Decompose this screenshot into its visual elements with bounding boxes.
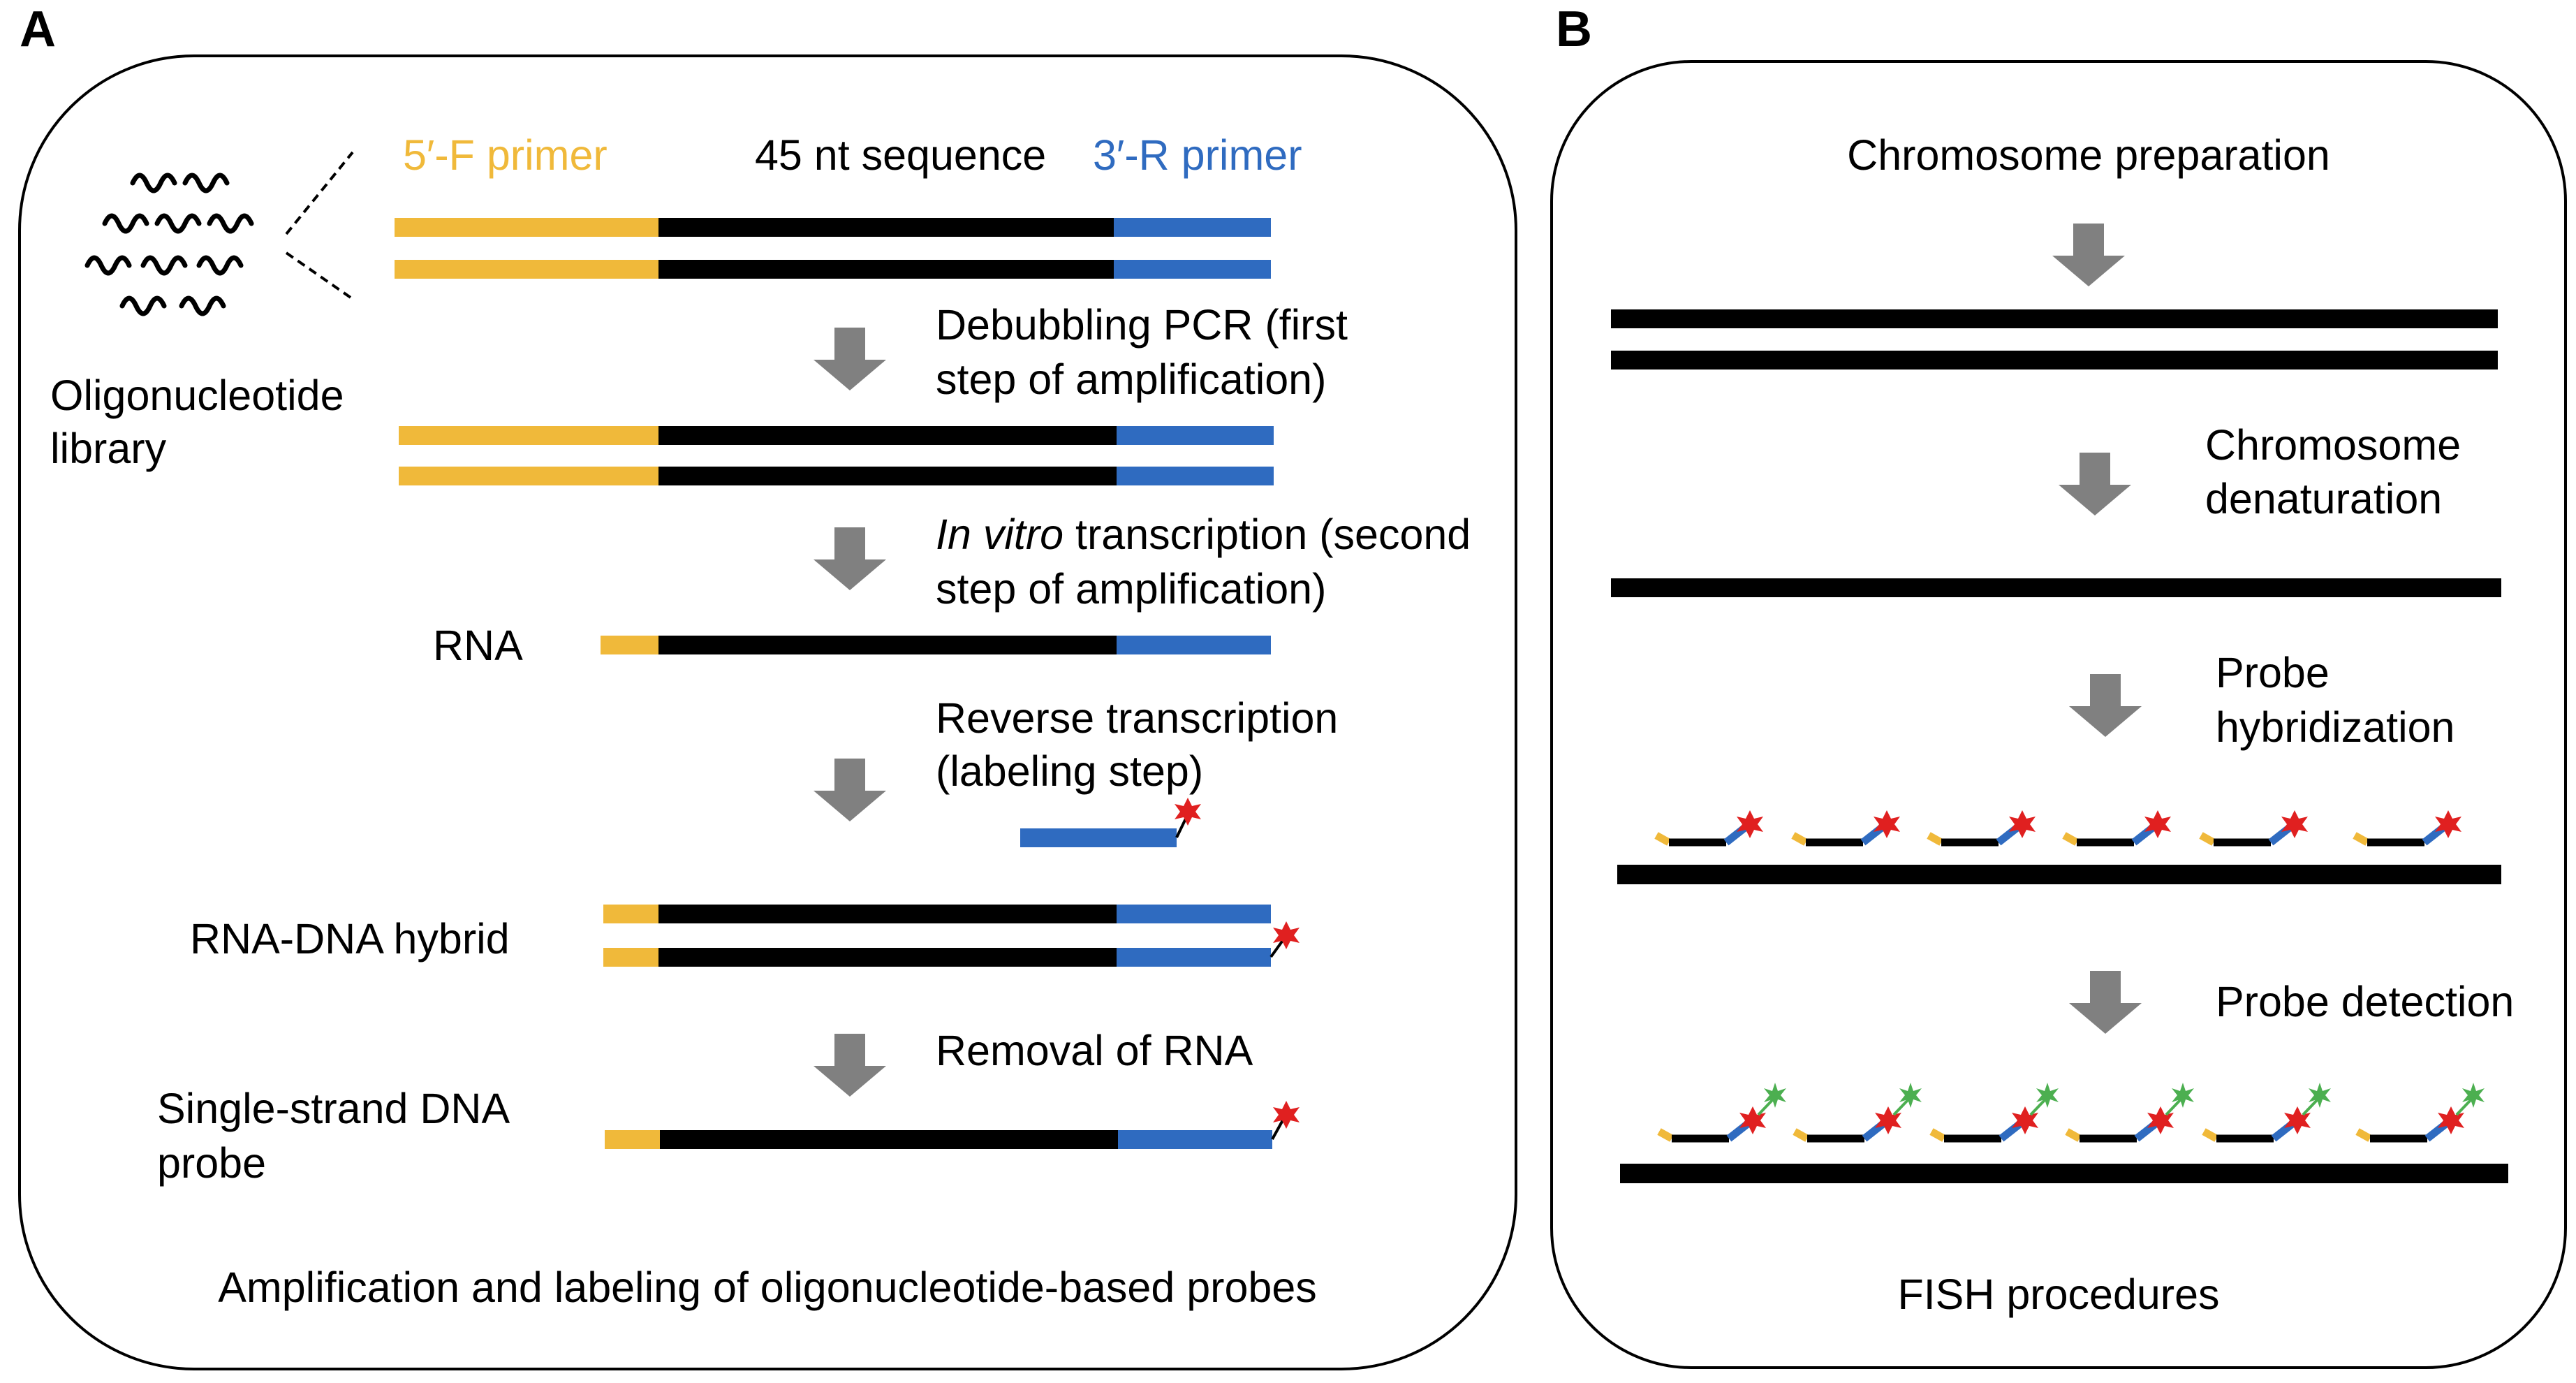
arrow-down-icon	[814, 1034, 886, 1097]
pcr-step-line2: step of amplification)	[936, 356, 1326, 403]
arrow-down-icon	[2069, 971, 2142, 1034]
rna-removal-label: Removal of RNA	[936, 1027, 1253, 1074]
detection-step-label: Probe detection	[2216, 978, 2514, 1025]
chromosome-hybridized	[1617, 865, 2501, 884]
detected-probes	[1659, 1083, 2485, 1139]
library-label-line1: Oligonucleotide	[50, 372, 344, 419]
hybridize-step-line1: Probe	[2216, 649, 2330, 696]
arrow-down-icon	[2059, 453, 2131, 515]
panel-a-frame	[18, 54, 1517, 1370]
panel-b-letter: B	[1556, 1, 1592, 57]
library-duplex	[395, 218, 1271, 279]
denature-step-line1: Chromosome	[2205, 421, 2461, 469]
rt-step-line2: (labeling step)	[936, 747, 1203, 795]
hybrid-label: RNA-DNA hybrid	[190, 915, 510, 963]
rna-strand	[601, 636, 1271, 654]
oligo-library-icon	[84, 173, 254, 316]
arrow-down-icon	[2052, 224, 2125, 286]
rna-dna-hybrid	[603, 905, 1300, 967]
ssdna-probe	[605, 1101, 1300, 1149]
labeled-primer	[1020, 798, 1201, 847]
chromosome-double	[1611, 309, 2498, 369]
chromosome-detected	[1620, 1164, 2508, 1183]
panel-b-frame	[1550, 60, 2567, 1369]
pcr-product-duplex	[399, 426, 1274, 485]
pcr-step-line1: Debubbling PCR (first	[936, 301, 1348, 349]
panel-a-caption: Amplification and labeling of oligonucle…	[218, 1264, 1317, 1311]
arrow-down-icon	[2069, 674, 2142, 737]
ssdna-label-line1: Single-strand DNA	[157, 1085, 510, 1132]
label-star-icon	[1175, 798, 1201, 826]
ssdna-label-line2: probe	[157, 1139, 266, 1187]
library-label-line2: library	[50, 425, 167, 472]
ivt-step-line2: step of amplification)	[936, 565, 1326, 613]
label-star-icon	[1273, 1101, 1300, 1129]
arrow-down-icon	[814, 328, 886, 390]
panel-b: B Chromosome preparation Chromosome dena…	[1550, 1, 2567, 1369]
ivt-step-line1: In vitro transcription (second	[936, 511, 1471, 558]
rt-step-line1: Reverse transcription	[936, 694, 1338, 742]
arrow-down-icon	[814, 527, 886, 590]
arrow-down-icon	[814, 759, 886, 821]
prep-step-label: Chromosome preparation	[1847, 131, 2330, 179]
five-primer-label: 5′-F primer	[403, 131, 608, 179]
hybridized-probes	[1656, 810, 2461, 842]
denature-step-line2: denaturation	[2205, 475, 2442, 522]
three-primer-label: 3′-R primer	[1093, 131, 1302, 179]
panel-b-caption: FISH procedures	[1897, 1271, 2219, 1318]
hybridize-step-line2: hybridization	[2216, 703, 2454, 751]
label-star-icon	[1273, 921, 1300, 949]
rna-label: RNA	[433, 622, 523, 669]
panel-a-letter: A	[20, 1, 56, 57]
sequence-label: 45 nt sequence	[755, 131, 1046, 179]
chromosome-single	[1611, 578, 2501, 597]
panel-a: A Oligonucleotide library 5′-F primer 45…	[18, 1, 1517, 1370]
